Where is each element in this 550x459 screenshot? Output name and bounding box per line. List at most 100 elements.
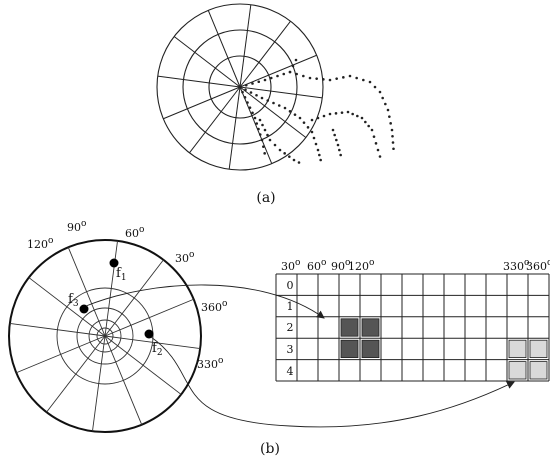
sample-dot-41 xyxy=(288,110,292,113)
sample-dot-71 xyxy=(346,110,350,114)
light-cell-1 xyxy=(529,339,548,359)
sample-dot-46 xyxy=(310,130,314,134)
a-spoke-6 xyxy=(157,75,241,88)
col-label-360: 360o xyxy=(526,258,550,273)
sample-dot-60 xyxy=(257,127,260,131)
sample-dot-93 xyxy=(288,155,291,158)
log-polar-spokes-b xyxy=(9,240,201,432)
sample-dot-76 xyxy=(367,124,370,128)
col-label-30: 30o xyxy=(281,258,300,273)
sample-dot-91 xyxy=(278,148,282,152)
row-label-2: 2 xyxy=(287,321,294,334)
sample-dot-21 xyxy=(373,85,377,89)
sample-dot-75 xyxy=(364,120,367,124)
sample-dot-29 xyxy=(391,134,394,138)
sample-dot-81 xyxy=(378,155,382,158)
a-spoke-3 xyxy=(228,86,241,170)
a-ring-1 xyxy=(182,29,298,145)
sample-dot-86 xyxy=(261,123,264,127)
a-spoke-7 xyxy=(173,36,241,88)
sample-dot-95 xyxy=(297,161,301,164)
b-spoke-9 xyxy=(104,240,118,337)
sample-dot-69 xyxy=(334,112,338,115)
sample-dot-11 xyxy=(308,76,312,80)
figure-b-polar: 120o 90o 60o 30o 360o 330o f1 f3 f2 xyxy=(8,219,227,433)
sample-dot-73 xyxy=(356,114,359,118)
sample-dot-43 xyxy=(298,116,302,120)
log-polar-spokes-a xyxy=(157,4,323,170)
angle-label-360: 360o xyxy=(201,299,227,314)
dark-cell-3 xyxy=(361,339,380,359)
row-label-1: 1 xyxy=(287,300,294,313)
b-ring-2 xyxy=(88,319,122,353)
histogram-grid-lines xyxy=(275,273,550,382)
sample-dot-38 xyxy=(272,101,275,105)
b-spoke-1 xyxy=(104,335,182,395)
a-spoke-5 xyxy=(163,86,241,120)
sample-dot-35 xyxy=(255,93,258,97)
sample-dot-34 xyxy=(249,91,253,94)
light-cell-2 xyxy=(508,361,527,380)
b-spoke-10 xyxy=(104,259,164,337)
sample-dot-13 xyxy=(322,78,325,81)
sample-dot-10 xyxy=(302,74,305,78)
sample-dot-54 xyxy=(243,96,247,99)
a-ring-0 xyxy=(156,3,324,171)
b-spoke-7 xyxy=(28,277,106,337)
sample-dot-74 xyxy=(360,116,364,120)
figure-a: (a) xyxy=(156,3,395,206)
sample-dot-48 xyxy=(314,142,318,146)
sample-dot-77 xyxy=(370,128,374,132)
sample-dot-72 xyxy=(351,112,354,116)
angle-label-330: 330o xyxy=(197,356,223,371)
sample-dot-53 xyxy=(241,90,244,94)
b-spoke-3 xyxy=(92,335,106,432)
mapping-arrows xyxy=(85,284,515,428)
b-spoke-0 xyxy=(104,335,201,349)
sample-dot-22 xyxy=(378,90,382,94)
sample-dot-49 xyxy=(316,148,320,152)
col-label-60: 60o xyxy=(307,258,326,273)
sample-dot-50 xyxy=(318,153,321,157)
sample-dot-59 xyxy=(255,122,259,125)
sample-point-dots xyxy=(238,58,395,164)
sample-dot-4 xyxy=(263,78,267,82)
a-ring-2 xyxy=(208,55,272,119)
sample-dot-18 xyxy=(355,76,358,80)
sample-dot-1 xyxy=(244,83,248,87)
arrow-f2-to-light-cells xyxy=(150,336,515,428)
feature-label-f1: f1 xyxy=(116,266,127,283)
sample-dot-55 xyxy=(246,101,249,104)
sample-dot-20 xyxy=(368,80,372,84)
sample-dot-3 xyxy=(257,80,261,84)
sample-dot-33 xyxy=(244,88,247,92)
sample-dot-6 xyxy=(276,74,279,78)
a-spoke-9 xyxy=(239,4,252,88)
a-spoke-4 xyxy=(189,86,241,154)
light-cell-0 xyxy=(508,339,527,359)
sample-dot-62 xyxy=(260,138,264,142)
a-spoke-1 xyxy=(239,86,307,138)
feature-label-f2: f2 xyxy=(152,341,163,358)
sample-dot-9 xyxy=(295,72,298,76)
sample-dot-39 xyxy=(277,104,281,107)
sample-dot-85 xyxy=(258,118,262,122)
log-polar-circles-a xyxy=(156,3,324,171)
sample-dot-16 xyxy=(342,76,345,79)
b-spoke-11 xyxy=(104,298,194,337)
sample-dot-12 xyxy=(315,77,318,80)
sample-dot-57 xyxy=(251,111,254,115)
arrow-f3-to-dark-cells xyxy=(85,284,325,319)
sample-dot-63 xyxy=(262,145,265,148)
sample-dot-31 xyxy=(392,147,395,151)
sample-dot-36 xyxy=(260,96,264,100)
sample-dot-83 xyxy=(291,64,295,68)
light-cell-3 xyxy=(529,361,548,380)
row-label-4: 4 xyxy=(287,365,294,378)
sample-dot-88 xyxy=(266,133,269,137)
row-label-3: 3 xyxy=(287,343,294,356)
dark-cell-1 xyxy=(361,318,380,337)
sample-dot-101 xyxy=(339,153,342,157)
angle-label-30: 30o xyxy=(175,250,194,265)
polar-outer-circle xyxy=(8,239,202,433)
